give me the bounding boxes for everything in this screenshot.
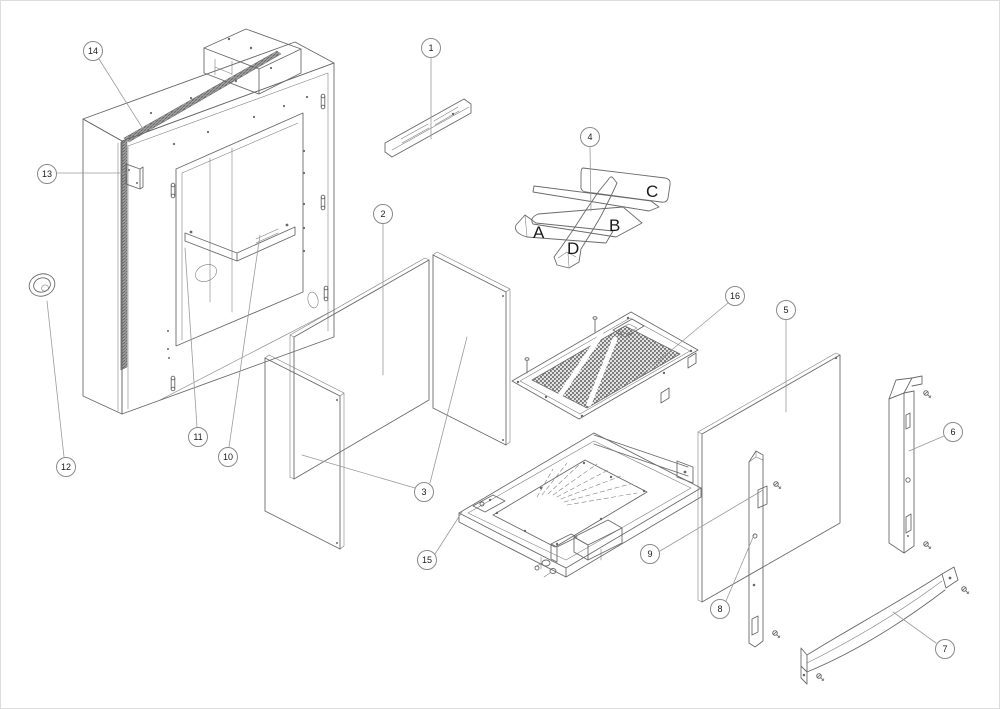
callout-balloon-9: 9 (640, 544, 660, 564)
log-b (532, 207, 642, 237)
log-rear-stick (533, 186, 659, 211)
callout-balloon-13: 13 (37, 164, 57, 184)
edge-gasket-strip (121, 139, 127, 370)
callout-balloon-6: 6 (943, 422, 963, 442)
burner-tray-part-15 (459, 433, 701, 577)
log-d (554, 177, 617, 268)
grommet-ring-part-12 (26, 271, 58, 300)
firebox-cabinet (83, 29, 334, 414)
log-label-d: D (567, 239, 580, 258)
gas-valve (535, 520, 622, 577)
callout-balloon-1: 1 (421, 38, 441, 58)
bottom-trim-part-7 (801, 567, 958, 684)
log-label-c: C (646, 182, 659, 201)
log-c (581, 168, 670, 202)
burner-port-fan (537, 462, 637, 505)
callout-balloon-15: 15 (417, 550, 437, 570)
callout-balloon-10: 10 (218, 447, 238, 467)
callout-balloon-3: 3 (414, 482, 434, 502)
retainer-strip-part-8 (749, 451, 767, 647)
log-set-part-4 (515, 168, 670, 268)
callout-balloon-2: 2 (373, 204, 393, 224)
top-gasket-strip (124, 51, 281, 142)
log-label-b: B (609, 216, 621, 235)
glass-panel-part-5 (698, 353, 840, 602)
screw-fasteners (772, 390, 970, 682)
callout-balloon-12: 12 (56, 457, 76, 477)
callout-balloon-16: 16 (725, 286, 745, 306)
callout-balloon-8: 8 (710, 599, 730, 619)
callout-leader-lines (47, 58, 944, 643)
callout-balloon-7: 7 (935, 639, 955, 659)
top-bracket-part-1 (385, 99, 471, 157)
side-bracket-part-6 (889, 376, 922, 553)
mesh-grille-part-16 (512, 312, 698, 419)
liner-panels (265, 252, 510, 549)
mounting-rail-part-9 (594, 435, 693, 483)
log-label-a: A (533, 223, 545, 242)
interior-angle-bracket (185, 223, 295, 261)
callout-balloon-4: 4 (580, 127, 600, 147)
callout-balloon-5: 5 (776, 300, 796, 320)
callout-balloon-14: 14 (83, 41, 103, 61)
callout-balloon-11: 11 (188, 427, 208, 447)
latch-plate-part-13 (126, 164, 143, 189)
